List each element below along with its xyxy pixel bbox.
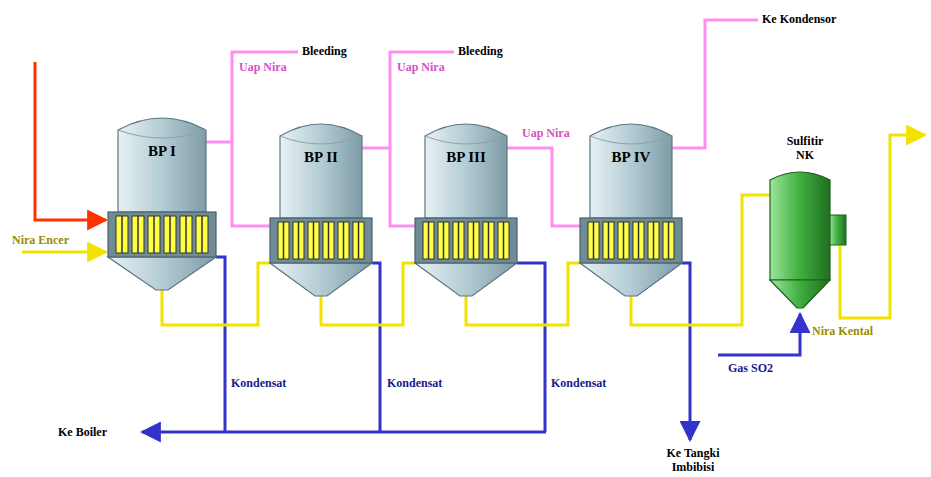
stream-label: Nira Kental (812, 324, 873, 338)
condensate-line (372, 263, 380, 432)
vessel-outline (108, 112, 216, 290)
bleeding-line (232, 52, 298, 142)
evaporator-vessel: BP IV (580, 118, 682, 296)
tank-label: Sulfitir NK (777, 134, 833, 162)
condensate-line (216, 257, 225, 432)
vessel-label: BP I (108, 142, 216, 160)
destination-label: Ke Tangki Imbibisi (648, 446, 738, 474)
vapour-label: Uap Nira (521, 126, 571, 140)
vessel-outline (270, 118, 372, 296)
evaporator-vessel: BP I (108, 112, 216, 290)
stream-label: Gas SO2 (728, 361, 773, 375)
vessel-label: BP II (270, 148, 372, 166)
thick-juice-line (840, 135, 925, 318)
juice-inlet-line (22, 251, 106, 254)
steam-line (35, 62, 106, 220)
condensate-line (517, 263, 545, 432)
vessel-outline (415, 118, 517, 296)
vapour-line (216, 142, 270, 226)
vessel-outline (580, 118, 682, 296)
destination-label: Ke Boiler (58, 425, 107, 439)
bleeding-label: Bleeding (458, 44, 503, 58)
vessel-label: BP IV (580, 148, 682, 166)
stream-label: Nira Encer (12, 233, 69, 247)
imbibition-line (682, 263, 690, 440)
sulfitation-tank: Sulfitir NK (760, 130, 850, 310)
condenser-line (682, 20, 758, 148)
boiler-return-line (142, 431, 546, 434)
so2-gas-line (718, 314, 800, 355)
condensate-label: Kondensat (231, 376, 286, 390)
vapour-line (372, 148, 415, 226)
vessel-label: BP III (415, 148, 517, 166)
vapour-line (517, 148, 580, 226)
evaporator-vessel: BP III (415, 118, 517, 296)
vapour-label: Uap Nira (396, 60, 446, 74)
condenser-label: Ke Kondensor (762, 12, 836, 26)
bleeding-label: Bleeding (302, 44, 347, 58)
condensate-label: Kondensat (387, 376, 442, 390)
condensate-label: Kondensat (551, 376, 606, 390)
evaporator-vessel: BP II (270, 118, 372, 296)
vapour-label: Uap Nira (238, 60, 288, 74)
